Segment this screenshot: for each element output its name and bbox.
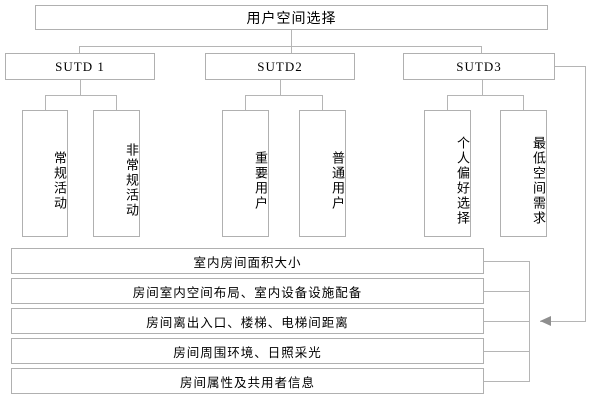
feedback-arrow-icon bbox=[540, 316, 551, 326]
connector-sutd1-to-leaf-1 bbox=[45, 95, 46, 110]
node-sutd-2-label: SUTD2 bbox=[257, 58, 303, 74]
node-sutd-3[interactable]: SUTD3 bbox=[403, 53, 555, 80]
attribute-box-layout-equipment[interactable]: 房间室内空间布局、室内设备设施配备 bbox=[11, 278, 484, 304]
leaf-node-minimum-space-requirement-label: 最低空间需求 bbox=[531, 135, 546, 226]
connector-sutd2-bus bbox=[245, 95, 323, 96]
connector-sutd3-stem bbox=[482, 80, 483, 95]
attribute-stub-1 bbox=[484, 261, 529, 262]
attribute-stub-5 bbox=[484, 381, 529, 382]
connector-sutd2-to-leaf-2 bbox=[322, 95, 323, 110]
leaf-node-personal-preference[interactable]: 个人偏好选择 bbox=[424, 110, 471, 237]
connector-to-sutd1 bbox=[79, 46, 80, 53]
leaf-node-nonroutine-activity-label: 非常规活动 bbox=[124, 143, 139, 218]
node-sutd-1-label: SUTD 1 bbox=[55, 58, 105, 74]
attribute-box-layout-equipment-label: 房间室内空间布局、室内设备设施配备 bbox=[132, 285, 363, 300]
connector-sutd3-to-leaf-1 bbox=[447, 95, 448, 110]
leaf-node-routine-activity[interactable]: 常规活动 bbox=[22, 110, 68, 237]
attribute-box-room-area[interactable]: 室内房间面积大小 bbox=[11, 248, 484, 274]
attribute-box-room-properties-sharers-label: 房间属性及共用者信息 bbox=[179, 375, 315, 390]
leaf-node-important-user-label: 重要用户 bbox=[253, 150, 268, 211]
attribute-stub-4 bbox=[484, 351, 529, 352]
leaf-node-ordinary-user-label: 普通用户 bbox=[330, 150, 345, 211]
connector-sutd1-bus bbox=[45, 95, 117, 96]
connector-sutd1-stem bbox=[80, 80, 81, 95]
connector-level2-bus bbox=[79, 46, 481, 47]
leaf-node-important-user[interactable]: 重要用户 bbox=[222, 110, 269, 237]
attribute-stub-2 bbox=[484, 291, 529, 292]
connector-sutd2-stem bbox=[280, 80, 281, 95]
connector-sutd3-bus bbox=[447, 95, 524, 96]
leaf-node-routine-activity-label: 常规活动 bbox=[52, 150, 67, 211]
attribute-box-room-area-label: 室内房间面积大小 bbox=[193, 255, 302, 270]
node-sutd-3-label: SUTD3 bbox=[456, 58, 502, 74]
node-sutd-2[interactable]: SUTD2 bbox=[205, 53, 355, 80]
node-sutd-1[interactable]: SUTD 1 bbox=[5, 53, 155, 80]
leaf-node-ordinary-user[interactable]: 普通用户 bbox=[299, 110, 346, 237]
attribute-box-distance-entrance-stairs-elevator-label: 房间离出入口、楼梯、电梯间距离 bbox=[146, 315, 349, 330]
leaf-node-nonroutine-activity[interactable]: 非常规活动 bbox=[93, 110, 140, 237]
root-node-label: 用户空间选择 bbox=[246, 11, 337, 27]
attribute-box-surroundings-daylight[interactable]: 房间周围环境、日照采光 bbox=[11, 338, 484, 364]
attribute-stub-3 bbox=[484, 321, 529, 322]
connector-root-stem bbox=[291, 30, 292, 46]
feedback-line-vertical bbox=[585, 66, 586, 322]
leaf-node-personal-preference-label: 个人偏好选择 bbox=[455, 135, 470, 226]
attribute-box-distance-entrance-stairs-elevator[interactable]: 房间离出入口、楼梯、电梯间距离 bbox=[11, 308, 484, 334]
feedback-line-into-bus bbox=[540, 321, 586, 322]
feedback-line-from-sutd3 bbox=[555, 66, 585, 67]
connector-sutd1-to-leaf-2 bbox=[116, 95, 117, 110]
attribute-box-room-properties-sharers[interactable]: 房间属性及共用者信息 bbox=[11, 368, 484, 394]
attribute-box-surroundings-daylight-label: 房间周围环境、日照采光 bbox=[173, 345, 322, 360]
connector-to-sutd3 bbox=[481, 46, 482, 53]
connector-to-sutd2 bbox=[291, 46, 292, 53]
connector-sutd3-to-leaf-2 bbox=[523, 95, 524, 110]
attribute-bus bbox=[529, 261, 530, 382]
connector-sutd2-to-leaf-1 bbox=[245, 95, 246, 110]
leaf-node-minimum-space-requirement[interactable]: 最低空间需求 bbox=[500, 110, 547, 237]
root-node-user-space-selection[interactable]: 用户空间选择 bbox=[35, 5, 548, 30]
